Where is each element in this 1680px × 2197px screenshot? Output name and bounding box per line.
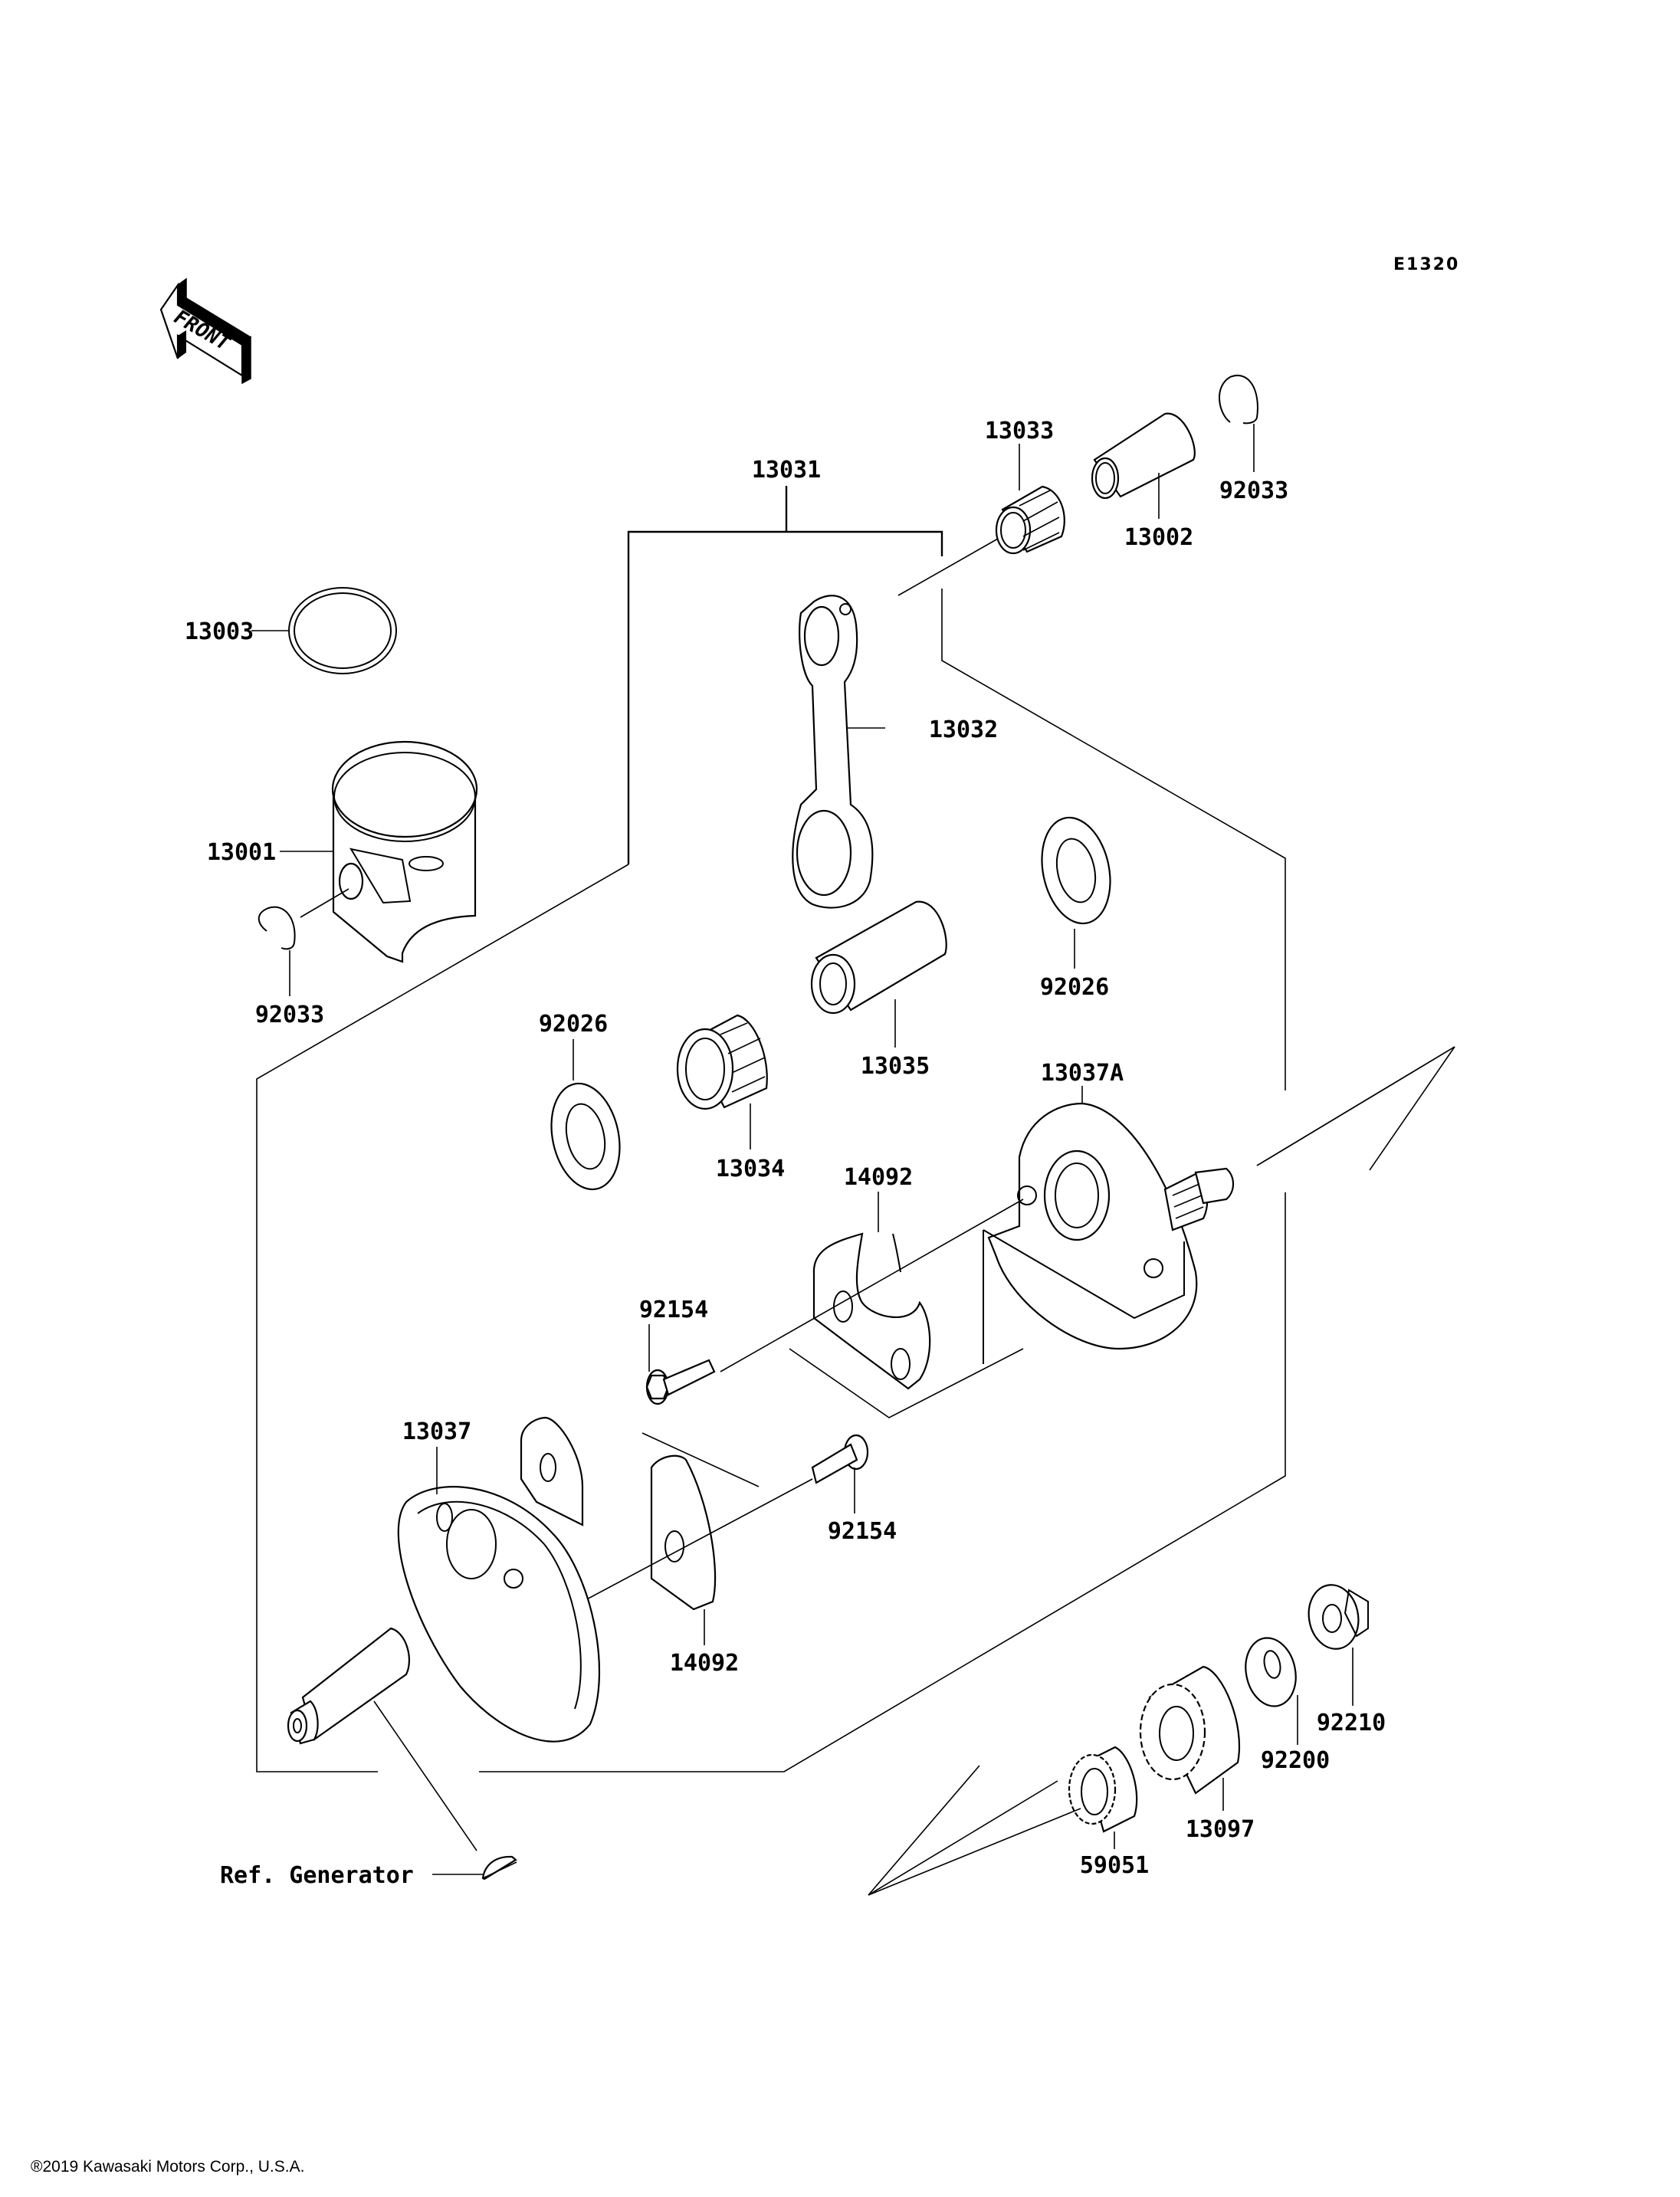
piston-pin-clip-left-part — [258, 906, 296, 950]
label-13001[interactable]: 13001 — [207, 839, 276, 866]
label-92210[interactable]: 92210 — [1317, 1710, 1386, 1736]
big-end-bearing-part — [676, 1014, 768, 1110]
label-13032[interactable]: 13032 — [929, 716, 998, 743]
label-13003[interactable]: 13003 — [185, 618, 254, 645]
label-13037[interactable]: 13037 — [402, 1418, 471, 1445]
diagram-code: E1320 — [1393, 255, 1459, 274]
part-labels: 13031 13033 13002 92033 13003 13032 1300… — [185, 418, 1386, 1889]
washer-part — [1245, 1637, 1297, 1707]
right-crank-half-part — [983, 1102, 1235, 1364]
primary-gear-small-part — [1068, 1746, 1138, 1833]
label-13097[interactable]: 13097 — [1186, 1816, 1255, 1843]
label-13002[interactable]: 13002 — [1124, 524, 1193, 551]
label-13037A[interactable]: 13037A — [1041, 1060, 1124, 1087]
crank-weight-upper-part — [812, 1232, 931, 1390]
label-92026-left[interactable]: 92026 — [539, 1011, 608, 1038]
label-92154-lower[interactable]: 92154 — [828, 1518, 897, 1545]
thrust-washer-right-part — [1041, 816, 1111, 925]
label-13031[interactable]: 13031 — [752, 457, 821, 484]
label-92033-left[interactable]: 92033 — [255, 1002, 324, 1028]
woodruff-key-icon — [481, 1855, 517, 1881]
label-14092-lower[interactable]: 14092 — [670, 1650, 739, 1677]
crankpin-part — [810, 900, 947, 1015]
label-59051[interactable]: 59051 — [1080, 1852, 1149, 1879]
crank-bolt-upper-part — [645, 1359, 716, 1405]
piston-pin-clip-right-part — [1219, 375, 1258, 425]
copyright-notice: ®2019 Kawasaki Motors Corp., U.S.A. — [31, 2158, 305, 2176]
label-92200[interactable]: 92200 — [1261, 1747, 1330, 1774]
left-crank-half-part — [287, 1486, 601, 1745]
label-14092-upper[interactable]: 14092 — [844, 1164, 913, 1191]
label-92026-right[interactable]: 92026 — [1040, 974, 1109, 1001]
small-end-bearing-part — [995, 485, 1065, 555]
label-13033[interactable]: 13033 — [985, 418, 1054, 444]
ref-generator-label: Ref. Generator — [220, 1862, 414, 1889]
piston-part — [331, 740, 478, 963]
primary-gear-large-part — [1139, 1665, 1241, 1795]
crank-bolt-lower-part — [811, 1434, 869, 1484]
label-13034[interactable]: 13034 — [716, 1156, 785, 1182]
label-92033-right[interactable]: 92033 — [1219, 477, 1288, 504]
flange-nut-part — [1308, 1584, 1369, 1650]
thrust-washer-left-part — [550, 1082, 621, 1191]
piston-pin-part — [1091, 412, 1196, 500]
label-13035[interactable]: 13035 — [861, 1053, 930, 1080]
front-arrow-icon: FRONT — [159, 277, 252, 385]
connecting-rod-part — [792, 595, 874, 909]
crank-weight-lower-part — [520, 1416, 717, 1611]
label-92154-upper[interactable]: 92154 — [639, 1297, 708, 1323]
piston-ring-part — [288, 587, 397, 674]
